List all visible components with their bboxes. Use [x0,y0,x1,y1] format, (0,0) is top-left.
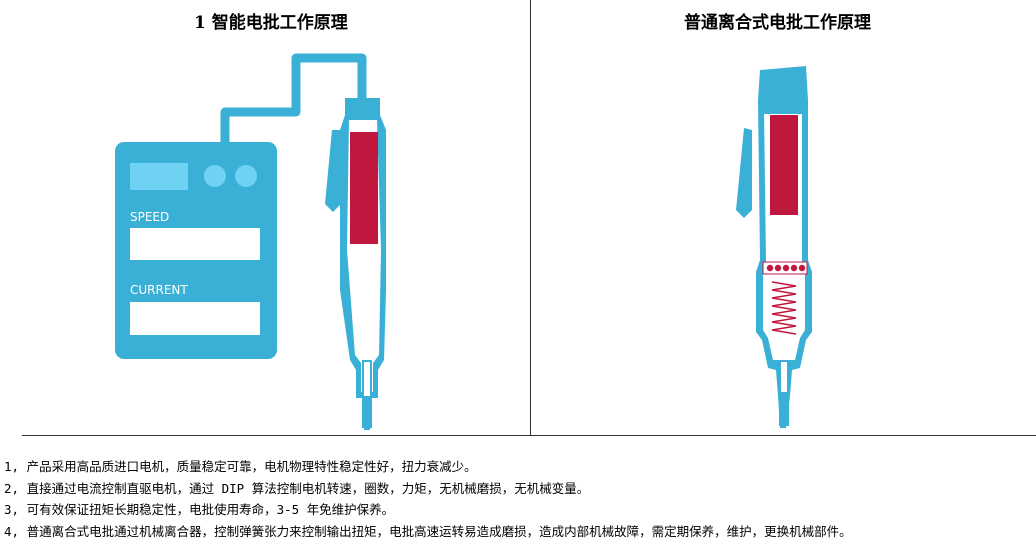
note-line: 2, 直接通过电流控制直驱电机，通过 DIP 算法控制电机转速，圈数，力矩，无机… [4,480,590,496]
controller-cable [220,53,367,145]
right-panel-title: 普通离合式电批工作原理 [684,13,871,33]
notes-list: 1, 产品采用高品质进口电机，质量稳定可靠，电机物理特性稳定性好，扭力衰减少。 … [4,456,852,542]
note-line: 1, 产品采用高品质进口电机，质量稳定可靠，电机物理特性稳定性好，扭力衰减少。 [4,459,477,474]
current-label: CURRENT [130,283,188,297]
note-line: 4, 普通离合式电批通过机械离合器，控制弹簧张力来控制输出扭矩，电批高速运转易造… [4,523,852,539]
panel-divider-horizontal [22,435,1036,436]
clutch-bit-shaft-inner [781,362,787,392]
clutch-trigger [736,128,752,218]
speed-display [130,228,260,260]
controller-knob-1 [204,165,226,187]
screwdriver-illustrations: SPEED CURRENT [115,53,812,430]
smart-screwdriver [325,98,386,430]
clutch-spring [771,281,797,335]
current-display [130,302,260,335]
speed-label: SPEED [130,210,169,224]
controller-knob-2 [235,165,257,187]
note-line: 3, 可有效保证扭矩长期稳定性，电批使用寿命，3-5 年免维护保养。 [4,502,395,517]
panel-divider-vertical [530,0,531,436]
clutch-bit-shaft [779,360,789,426]
left-panel-title: 1 智能电批工作原理 [194,13,348,33]
clutch-housing [764,108,802,114]
controller-display [130,163,188,190]
clutch-motor [770,115,798,215]
smart-bit-shaft-inner [364,362,370,396]
smart-motor [350,132,378,244]
clutch-screwdriver [736,66,812,428]
controller-unit: SPEED CURRENT [115,142,277,359]
smart-trigger [325,130,341,212]
